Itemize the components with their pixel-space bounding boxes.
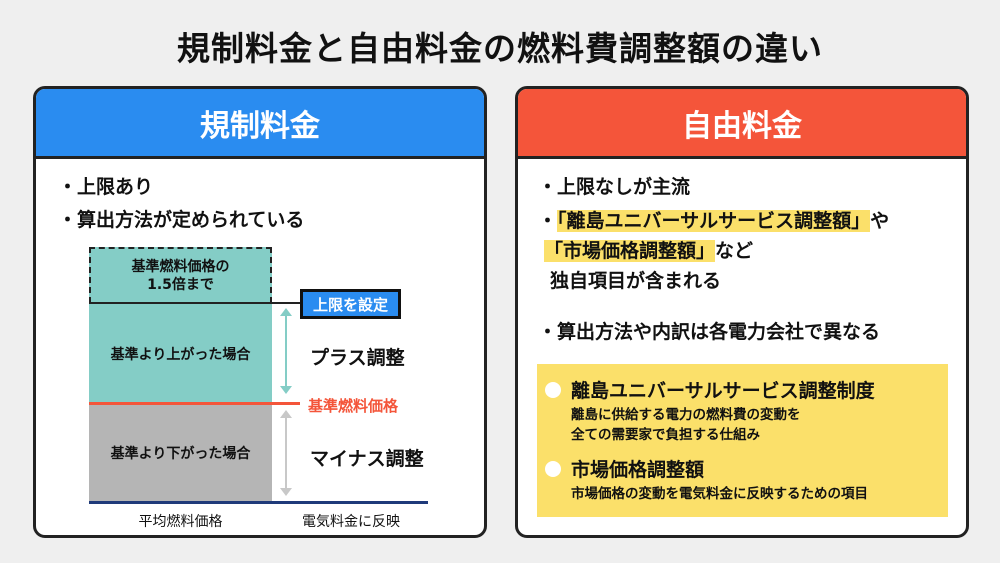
cap-box-text: 基準燃料価格の 1.5倍まで	[131, 259, 230, 293]
bullet-circle-icon	[545, 381, 561, 398]
cap-box: 基準燃料価格の 1.5倍まで	[89, 247, 272, 303]
highlight-term: 「市場価格調整額」	[544, 240, 716, 262]
bullet-circle-icon	[545, 460, 561, 477]
free-bullet: ・「離島ユニバーサルサービス調整額」や 「市場価格調整額」など 独自項目が含まれ…	[538, 206, 889, 296]
notes-box: 離島ユニバーサルサービス調整制度 離島に供給する電力の燃料費の変動を全ての需要家…	[537, 364, 948, 517]
baseline-axis	[89, 501, 428, 504]
base-line	[89, 402, 300, 405]
lower-box: 基準より下がった場合	[89, 405, 272, 501]
text: や	[870, 210, 890, 232]
note-title: 離島ユニバーサルサービス調整制度	[545, 376, 948, 403]
note-line: 全ての需要家で負担する仕組み	[571, 427, 760, 443]
free-header: 自由料金	[518, 89, 966, 159]
minus-label: マイナス調整	[310, 448, 424, 470]
note-desc: 市場価格の変動を電気料金に反映するための項目	[571, 484, 948, 504]
note-title-text: 離島ユニバーサルサービス調整制度	[571, 380, 875, 402]
free-bullet: ・算出方法や内訳は各電力会社で異なる	[538, 321, 881, 343]
text: 独自項目が含まれる	[550, 270, 722, 292]
page-title: 規制料金と自由料金の燃料費調整額の違い	[177, 29, 823, 68]
cap-line	[89, 302, 301, 304]
note-line: 離島に供給する電力の燃料費の変動を	[571, 407, 801, 423]
regulated-header: 規制料金	[36, 89, 484, 159]
text: など	[715, 240, 754, 262]
x-right-label: 電気料金に反映	[302, 514, 400, 530]
plus-label: プラス調整	[310, 347, 405, 369]
note-line: 市場価格の変動を電気料金に反映するための項目	[571, 486, 868, 502]
free-bullet: ・上限なしが主流	[538, 176, 691, 198]
note-title-text: 市場価格調整額	[571, 459, 705, 481]
plus-arrow-icon	[280, 308, 292, 394]
regulated-bullet: ・算出方法が定められている	[58, 209, 305, 231]
bullet-mark: ・	[538, 210, 558, 232]
lower-box-text: 基準より下がった場合	[110, 446, 251, 462]
highlight-term: 「離島ユニバーサルサービス調整額」	[557, 210, 871, 232]
minus-arrow-icon	[280, 410, 292, 496]
upper-box: 基準より上がった場合	[89, 304, 272, 403]
adjustment-arrows	[280, 308, 292, 496]
upper-box-text: 基準より上がった場合	[110, 346, 251, 363]
regulated-bullet: ・上限あり	[58, 176, 154, 198]
note-title: 市場価格調整額	[545, 455, 948, 482]
base-label: 基準燃料価格	[308, 397, 399, 415]
x-left-label: 平均燃料価格	[138, 514, 223, 530]
cap-label: 上限を設定	[300, 289, 401, 319]
note-desc: 離島に供給する電力の燃料費の変動を全ての需要家で負担する仕組み	[571, 405, 948, 445]
